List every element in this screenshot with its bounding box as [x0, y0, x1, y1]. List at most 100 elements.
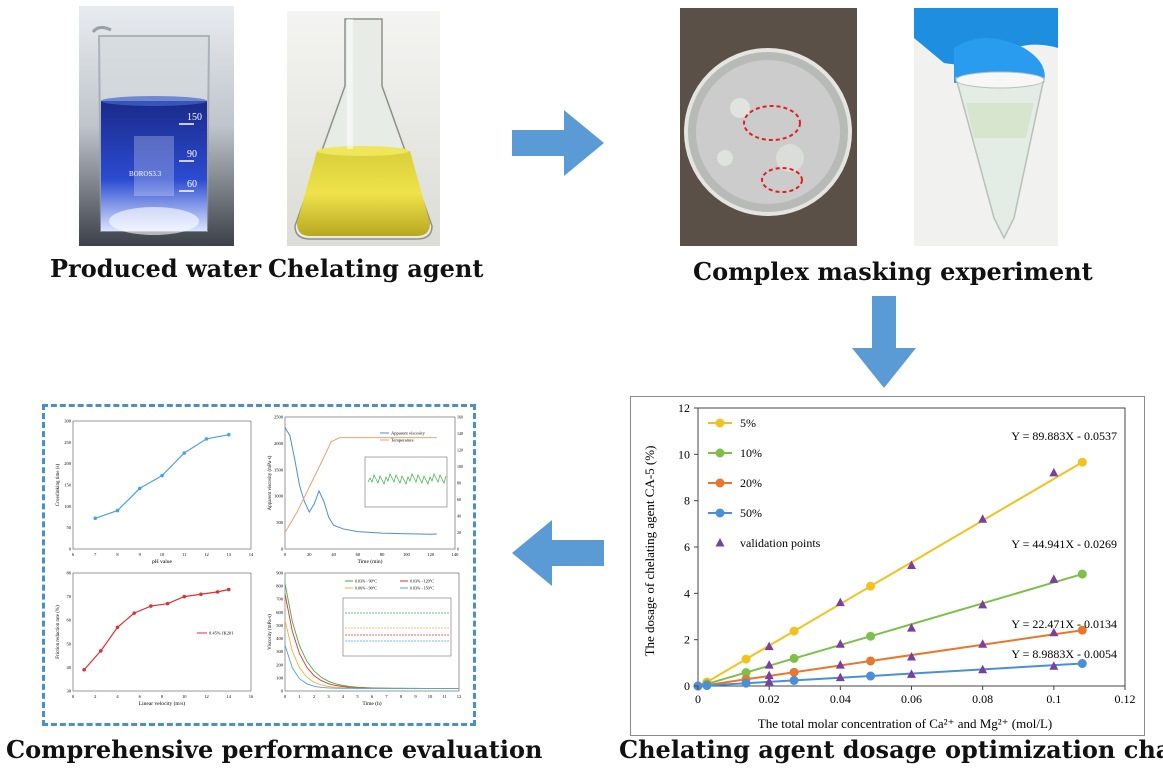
- br-x-tick-label: 4: [342, 694, 345, 699]
- validation-point: [764, 641, 774, 651]
- br-x-tick-label: 3: [327, 694, 330, 699]
- beaker-mark-90: 90: [187, 149, 197, 160]
- legend-marker-50pct: [715, 508, 725, 518]
- validation-point: [1049, 627, 1059, 637]
- fr-y-tick-label: 50: [67, 641, 72, 646]
- caption-chelating-agent: Chelating agent: [268, 254, 484, 283]
- data-point-50pct: [741, 678, 751, 688]
- vt-y2-tick-label: 160: [457, 415, 463, 420]
- ph-data-point: [226, 432, 231, 437]
- vt-y-tick-label: 1000: [274, 494, 284, 499]
- ph-data-point: [93, 516, 98, 521]
- ph-y-tick-label: 150: [64, 483, 72, 488]
- vt-y2-tick-label: 120: [457, 448, 463, 453]
- br-y-tick-label: 300: [276, 649, 284, 654]
- ph-x-tick-label: 12: [204, 552, 209, 557]
- validation-point: [978, 514, 988, 523]
- vt-plot-area: [284, 416, 456, 550]
- ph-plot-area: [72, 420, 252, 550]
- x-tick-label: 0.12: [1115, 692, 1136, 706]
- validation-point: [835, 597, 845, 607]
- fr-ylabel: Friction reduction rate (%): [56, 605, 61, 659]
- ph-data-point: [204, 437, 209, 441]
- beaker-mark-150: 150: [187, 112, 202, 123]
- fr-data-point: [182, 594, 187, 599]
- fr-data-point: [82, 667, 86, 672]
- ph-x-tick-label: 11: [182, 552, 186, 557]
- chelating-agent-photo: [287, 11, 440, 246]
- fr-plot-area: [72, 572, 252, 692]
- br-x-tick-label: 5: [356, 694, 359, 699]
- y-tick-label: 0: [684, 679, 690, 693]
- vt-legend-label-viscosity: Apparent viscosity: [391, 431, 426, 436]
- validation-point: [1049, 661, 1059, 670]
- br-x-tick-label: 8: [400, 694, 403, 699]
- br-plot-area: [284, 572, 460, 692]
- beaker-mark-60: 60: [187, 179, 197, 190]
- data-point-50pct: [1077, 659, 1087, 669]
- br-y-tick-label: 700: [276, 597, 284, 602]
- fr-x-tick-label: 16: [249, 694, 254, 699]
- fr-data-point: [132, 611, 136, 615]
- data-point-5pct: [866, 581, 876, 591]
- fr-y-tick-label: 70: [67, 594, 72, 599]
- fr-y-tick-label: 30: [67, 689, 72, 694]
- data-point-50pct: [702, 681, 712, 691]
- validation-point: [978, 664, 988, 674]
- vt-inset: [364, 456, 448, 508]
- vt-x-tick-label: 60: [356, 552, 361, 557]
- y-tick-label: 12: [678, 401, 690, 415]
- data-point-10pct: [1077, 569, 1087, 579]
- x-tick-label: 0.06: [901, 692, 922, 706]
- vt-x-tick-label: 40: [331, 552, 336, 557]
- validation-point: [764, 670, 774, 680]
- x-tick-label: 0.02: [759, 692, 780, 706]
- ph-x-tick-label: 10: [160, 552, 165, 557]
- ph-ylabel: Crosslinking time (s): [56, 464, 61, 507]
- fr-x-tick-label: 2: [94, 694, 96, 699]
- y-tick-label: 4: [684, 586, 690, 600]
- br-legend-label: 0.03% - 150°C: [410, 586, 434, 591]
- ph-x-tick-label: 6: [72, 552, 75, 557]
- validation-point: [835, 672, 845, 682]
- ph-data-point: [182, 451, 187, 455]
- legend-marker-20pct: [715, 478, 725, 488]
- caption-dosage-chart: Chelating agent dosage optimization char…: [619, 735, 1163, 764]
- br-y-tick-label: 0: [281, 689, 284, 694]
- vt-y2-tick-label: 40: [457, 514, 461, 519]
- legend-label-validation: validation points: [740, 536, 821, 550]
- vt-y2-tick-label: 20: [457, 530, 461, 535]
- vt-temperature-line: [284, 437, 437, 533]
- caption-complex-masking: Complex masking experiment: [693, 257, 1093, 286]
- ph-x-tick-label: 8: [116, 552, 119, 557]
- ph-y-tick-label: 250: [64, 440, 72, 445]
- fr-xlabel: Linear velocity (m/s): [139, 700, 186, 707]
- vt-x-tick-label: 140: [452, 552, 460, 557]
- y-tick-label: 8: [684, 494, 690, 508]
- x-tick-label: 0: [695, 692, 701, 706]
- validation-point: [907, 623, 916, 632]
- ph-x-tick-label: 7: [94, 552, 97, 557]
- vt-x-tick-label: 0: [284, 552, 287, 557]
- caption-produced-water: Produced water: [50, 254, 262, 283]
- vt-viscosity-line: [284, 427, 437, 535]
- vt-x-tick-label: 80: [380, 552, 385, 557]
- y-tick-label: 2: [684, 633, 690, 647]
- ph-y-tick-label: 0: [69, 547, 72, 552]
- ph-data-point: [115, 508, 120, 513]
- ph-y-tick-label: 100: [64, 504, 72, 509]
- beaker-brand: BOROS3.3: [129, 170, 162, 178]
- ph-xlabel: pH value: [152, 559, 173, 565]
- precipitate-marker-1: [743, 105, 801, 141]
- br-x-tick-label: 7: [385, 694, 388, 699]
- br-x-tick-label: 2: [313, 694, 315, 699]
- br-y-tick-label: 400: [276, 636, 284, 641]
- vt-y-tick-label: 2000: [274, 441, 284, 446]
- fr-data-point: [165, 601, 170, 606]
- x-tick-label: 0.08: [972, 692, 993, 706]
- legend-label-50pct: 50%: [740, 506, 762, 520]
- fr-x-tick-label: 0: [72, 694, 75, 699]
